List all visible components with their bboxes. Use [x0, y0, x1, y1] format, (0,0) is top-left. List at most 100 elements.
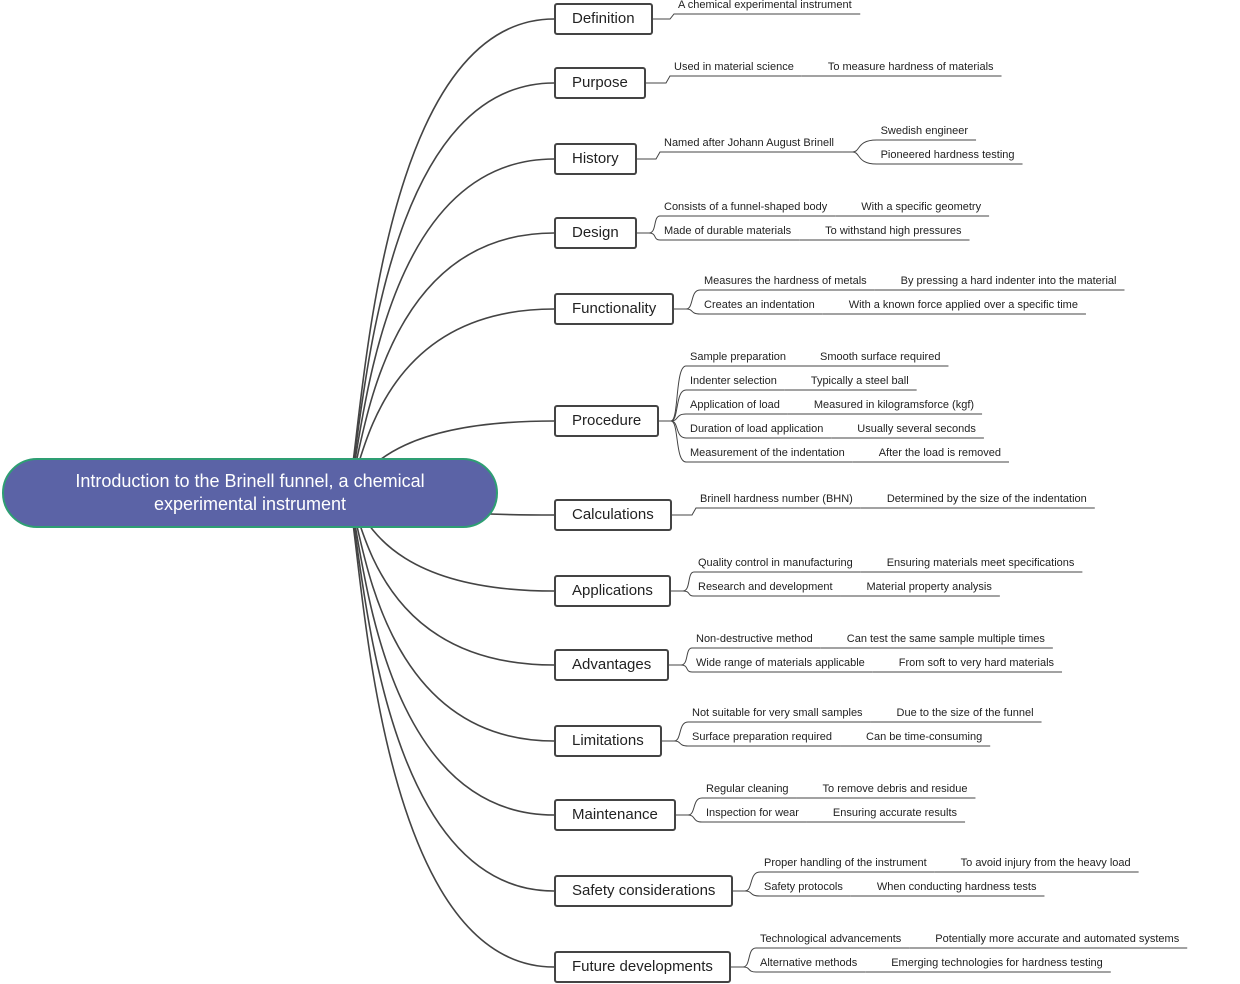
subtopic-item[interactable]: Research and development — [698, 581, 833, 593]
connector-line — [659, 420, 853, 463]
detail-item[interactable]: Pioneered hardness testing — [880, 149, 1015, 161]
connector-line — [676, 814, 807, 823]
detail-item[interactable]: Measured in kilogramsforce (kgf) — [813, 399, 975, 411]
connector-line — [653, 13, 861, 20]
branch-label: Limitations — [572, 732, 644, 749]
subtopic-item[interactable]: Indenter selection — [690, 375, 777, 387]
subtopic-item[interactable]: Consists of a funnel-shaped body — [664, 201, 828, 213]
connector-line — [345, 492, 555, 968]
detail-item[interactable]: To avoid injury from the heavy load — [960, 857, 1131, 869]
branch-definition[interactable]: Definition — [554, 3, 653, 35]
connector-line — [345, 492, 555, 816]
branch-label: Calculations — [572, 506, 654, 523]
subtopic-item[interactable]: Brinell hardness number (BHN) — [700, 493, 853, 505]
detail-item[interactable]: By pressing a hard indenter into the mat… — [900, 275, 1117, 287]
subtopic-item[interactable]: Application of load — [690, 399, 780, 411]
connector-line — [345, 158, 555, 494]
connector-line — [674, 308, 823, 315]
detail-item[interactable]: With a known force applied over a specif… — [848, 299, 1078, 311]
connector-line — [345, 492, 555, 742]
connector-line — [646, 75, 802, 84]
connector-line — [731, 966, 866, 973]
detail-item[interactable]: From soft to very hard materials — [898, 657, 1055, 669]
connector-line — [637, 151, 843, 160]
subtopic-item[interactable]: Quality control in manufacturing — [698, 557, 853, 569]
branch-maintenance[interactable]: Maintenance — [554, 799, 676, 831]
detail-item[interactable]: Emerging technologies for hardness testi… — [891, 957, 1103, 969]
branch-label: Functionality — [572, 300, 657, 317]
detail-item[interactable]: Ensuring accurate results — [832, 807, 958, 819]
branch-label: Safety considerations — [572, 882, 716, 899]
branch-limitations[interactable]: Limitations — [554, 725, 662, 757]
subtopic-item[interactable]: Made of durable materials — [664, 225, 792, 237]
detail-item[interactable]: To withstand high pressures — [825, 225, 962, 237]
detail-item[interactable]: Determined by the size of the indentatio… — [886, 493, 1087, 505]
branch-label: Procedure — [572, 412, 642, 429]
detail-item[interactable]: To remove debris and residue — [822, 783, 968, 795]
branch-functionality[interactable]: Functionality — [554, 293, 674, 325]
branch-safety-considerations[interactable]: Safety considerations — [554, 875, 733, 907]
connector-line — [672, 507, 861, 516]
detail-item[interactable]: To measure hardness of materials — [827, 61, 994, 73]
branch-purpose[interactable]: Purpose — [554, 67, 646, 99]
subtopic-item[interactable]: Duration of load application — [690, 423, 824, 435]
branch-label: Purpose — [572, 74, 628, 91]
connector-line — [671, 590, 841, 597]
detail-item[interactable]: Due to the size of the funnel — [896, 707, 1034, 719]
subtopic-item[interactable]: A chemical experimental instrument — [678, 0, 852, 11]
detail-item[interactable]: Potentially more accurate and automated … — [935, 933, 1180, 945]
branch-label: Maintenance — [572, 806, 658, 823]
subtopic-item[interactable]: Safety protocols — [764, 881, 843, 893]
connector-line — [345, 232, 555, 494]
subtopic-item[interactable]: Regular cleaning — [706, 783, 789, 795]
branch-label: Advantages — [572, 656, 652, 673]
subtopic-item[interactable]: Non-destructive method — [696, 633, 813, 645]
branch-design[interactable]: Design — [554, 217, 637, 249]
connector-line — [637, 232, 800, 241]
branch-history[interactable]: History — [554, 143, 637, 175]
branch-label: Applications — [572, 582, 653, 599]
detail-item[interactable]: Usually several seconds — [857, 423, 976, 435]
detail-item[interactable]: Material property analysis — [866, 581, 992, 593]
subtopic-item[interactable]: Named after Johann August Brinell — [664, 137, 834, 149]
subtopic-item[interactable]: Alternative methods — [760, 957, 858, 969]
connector-line — [842, 151, 1023, 165]
connector-line — [662, 740, 841, 747]
subtopic-item[interactable]: Surface preparation required — [692, 731, 833, 743]
branch-procedure[interactable]: Procedure — [554, 405, 659, 437]
detail-item[interactable]: Smooth surface required — [820, 351, 941, 363]
subtopic-item[interactable]: Not suitable for very small samples — [692, 707, 863, 719]
connector-line — [659, 413, 788, 422]
branch-label: Design — [572, 224, 619, 241]
branch-label: Definition — [572, 10, 635, 27]
subtopic-item[interactable]: Inspection for wear — [706, 807, 799, 819]
branch-applications[interactable]: Applications — [554, 575, 671, 607]
connector-line — [669, 664, 873, 673]
subtopic-item[interactable]: Creates an indentation — [704, 299, 815, 311]
subtopic-item[interactable]: Used in material science — [674, 61, 794, 73]
subtopic-item[interactable]: Wide range of materials applicable — [696, 657, 865, 669]
branch-future-developments[interactable]: Future developments — [554, 951, 731, 983]
root-topic[interactable]: Introduction to the Brinell funnel, a ch… — [2, 458, 498, 528]
subtopic-item[interactable]: Technological advancements — [760, 933, 902, 945]
detail-item[interactable]: Can test the same sample multiple times — [846, 633, 1045, 645]
detail-item[interactable]: When conducting hardness tests — [876, 881, 1037, 893]
detail-item[interactable]: Swedish engineer — [880, 125, 969, 137]
subtopic-item[interactable]: Measures the hardness of metals — [704, 275, 867, 287]
connector-line — [345, 492, 555, 892]
detail-item[interactable]: With a specific geometry — [861, 201, 982, 213]
detail-item[interactable]: Can be time-consuming — [866, 731, 983, 743]
branch-label: Future developments — [572, 958, 713, 975]
detail-item[interactable]: Ensuring materials meet specifications — [886, 557, 1075, 569]
detail-item[interactable]: Typically a steel ball — [810, 375, 909, 387]
root-topic-label: Introduction to the Brinell funnel, a ch… — [75, 471, 425, 514]
detail-item[interactable]: After the load is removed — [878, 447, 1001, 459]
connector-line — [733, 890, 851, 897]
subtopic-item[interactable]: Measurement of the indentation — [690, 447, 845, 459]
branch-calculations[interactable]: Calculations — [554, 499, 672, 531]
subtopic-item[interactable]: Proper handling of the instrument — [764, 857, 927, 869]
branch-advantages[interactable]: Advantages — [554, 649, 669, 681]
subtopic-item[interactable]: Sample preparation — [690, 351, 787, 363]
branch-label: History — [572, 150, 619, 167]
